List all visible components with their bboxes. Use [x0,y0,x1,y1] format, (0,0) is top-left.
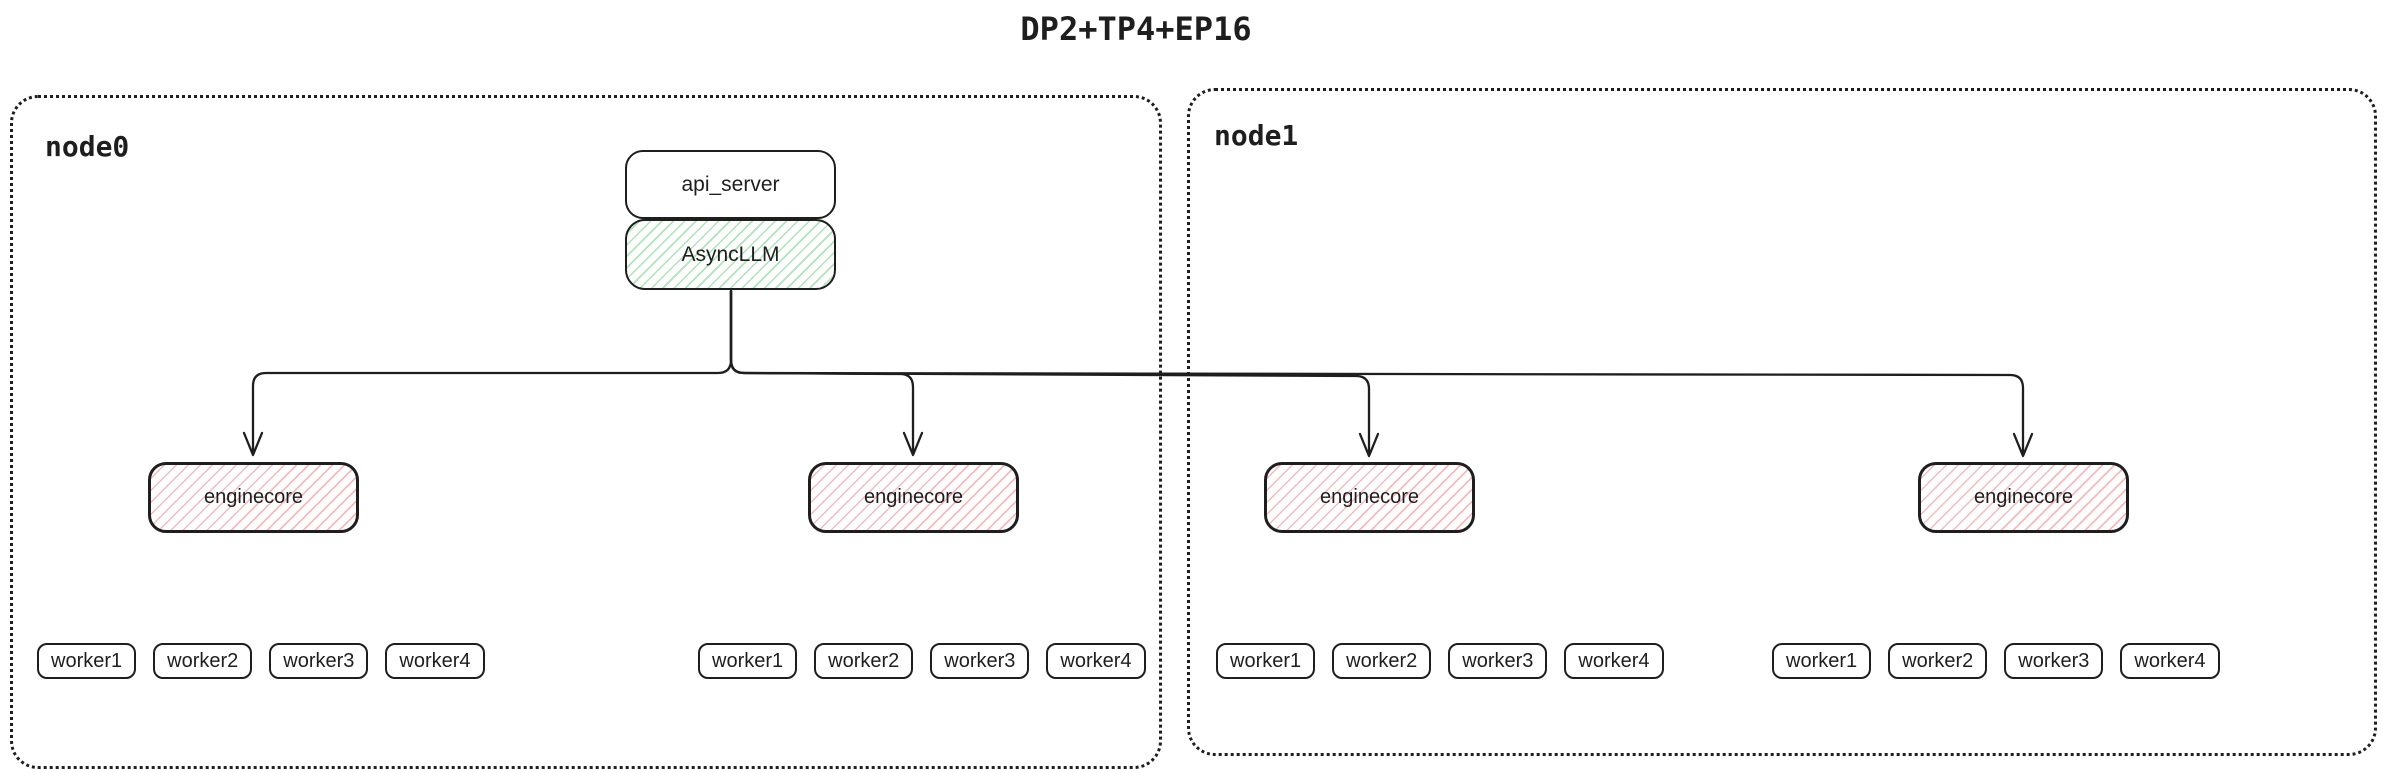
worker-box: worker3 [269,643,369,679]
worker-group-node0-1: worker1 worker2 worker3 worker4 [37,643,485,679]
asyncllm-box: AsyncLLM [625,219,836,290]
node1-label: node1 [1214,119,1299,152]
node1-container: node1 [1187,88,2377,756]
enginecore-box: enginecore [808,462,1019,533]
enginecore-box: enginecore [1918,462,2129,533]
worker-box: worker1 [1772,643,1872,679]
worker-box: worker4 [385,643,485,679]
worker-box: worker3 [1448,643,1548,679]
enginecore-box: enginecore [1264,462,1475,533]
worker-box: worker1 [698,643,798,679]
enginecore-box: enginecore [148,462,359,533]
worker-box: worker4 [1046,643,1146,679]
worker-box: worker2 [814,643,914,679]
worker-box: worker1 [1216,643,1316,679]
worker-group-node0-2: worker1 worker2 worker3 worker4 [698,643,1146,679]
worker-box: worker4 [2120,643,2220,679]
worker-box: worker1 [37,643,137,679]
node0-label: node0 [45,130,130,163]
worker-group-node1-1: worker1 worker2 worker3 worker4 [1216,643,1664,679]
node0-container: node0 [10,95,1162,769]
worker-group-node1-2: worker1 worker2 worker3 worker4 [1772,643,2220,679]
worker-box: worker3 [2004,643,2104,679]
api-server-box: api_server [625,150,836,219]
worker-box: worker2 [1332,643,1432,679]
diagram-title: DP2+TP4+EP16 [1020,10,1252,48]
worker-box: worker3 [930,643,1030,679]
worker-box: worker2 [153,643,253,679]
worker-box: worker2 [1888,643,1988,679]
worker-box: worker4 [1564,643,1664,679]
